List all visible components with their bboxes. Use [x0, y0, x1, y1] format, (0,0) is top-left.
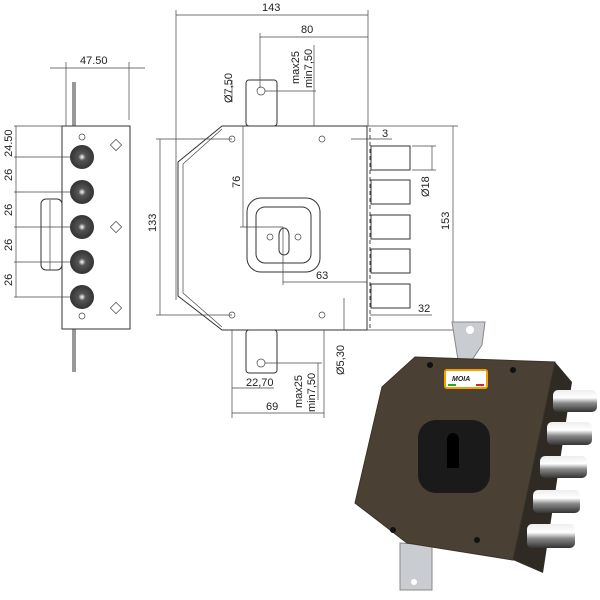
front-view: 143 80 133 153 76 63 32 3 Ø18 Ø7,50 max2… — [147, 2, 458, 418]
dim-bolt-projection: 32 — [418, 303, 430, 315]
bolt-head — [70, 215, 94, 239]
screw-icon — [78, 133, 86, 141]
dim-bolt-gap: 3 — [382, 128, 388, 140]
dim-side-spacing: 26 — [3, 169, 15, 181]
dim-bottom-hole-diameter: Ø5,30 — [335, 345, 347, 375]
photo-keyhole-icon — [447, 433, 459, 468]
brand-logo-text: MOIA — [452, 376, 470, 383]
dim-overall-height: 153 — [440, 212, 452, 230]
dim-bolt-diameter: Ø18 — [420, 176, 432, 197]
dim-key-backset: 63 — [316, 270, 328, 282]
deadbolt — [370, 214, 411, 240]
dim-top-min: min7,50 — [303, 49, 315, 88]
dim-side-spacing: 26 — [3, 274, 15, 286]
bolt-head — [70, 250, 94, 274]
deadbolt — [370, 283, 411, 309]
side-view: 47.50 24.50 26 26 26 26 — [3, 55, 145, 372]
dim-side-width: 47.50 — [80, 55, 108, 67]
deadbolt — [370, 145, 411, 171]
screw-icon — [78, 312, 86, 320]
dim-bottom-max: max25 — [293, 375, 305, 408]
bolt-heads — [70, 145, 94, 309]
photo-deadbolt — [533, 490, 580, 513]
deadbolts — [370, 145, 411, 309]
deadbolt — [370, 248, 411, 274]
dim-top-max: max25 — [290, 51, 302, 84]
keyhole-icon — [278, 227, 290, 256]
bottom-tab — [245, 329, 278, 374]
lock-case-outline — [177, 125, 368, 331]
dim-bottom-width: 69 — [266, 401, 278, 413]
bolt-head — [70, 285, 94, 309]
dim-side-spacing: 26 — [3, 204, 15, 216]
top-tab — [245, 79, 278, 127]
dim-hole-spacing: 133 — [147, 214, 159, 232]
photo-deadbolts — [527, 390, 597, 548]
bolt-head — [70, 145, 94, 169]
dim-bottom-tab-offset: 22,70 — [246, 377, 274, 389]
dim-top-hole-diameter: Ø7,50 — [223, 73, 235, 103]
photo-top-tab — [451, 321, 486, 361]
deadbolt — [370, 179, 411, 205]
brand-logo — [444, 369, 488, 389]
dim-bottom-min: min7,50 — [306, 373, 318, 412]
side-handle — [40, 198, 63, 271]
photo-deadbolt — [553, 390, 597, 412]
mounting-screws — [109, 138, 123, 315]
photo-deadbolt — [547, 422, 592, 445]
key-escutcheon — [246, 197, 321, 273]
dim-bolt-offset: 80 — [301, 24, 313, 36]
photo-deadbolt — [540, 456, 587, 478]
dim-key-height: 76 — [231, 176, 243, 188]
lock-photo: MOIA — [354, 321, 597, 591]
dim-side-top: 24.50 — [3, 129, 15, 157]
photo-deadbolt — [527, 524, 575, 548]
dim-overall-width: 143 — [262, 2, 280, 14]
dim-side-spacing: 26 — [3, 239, 15, 251]
bolt-head — [70, 180, 94, 204]
